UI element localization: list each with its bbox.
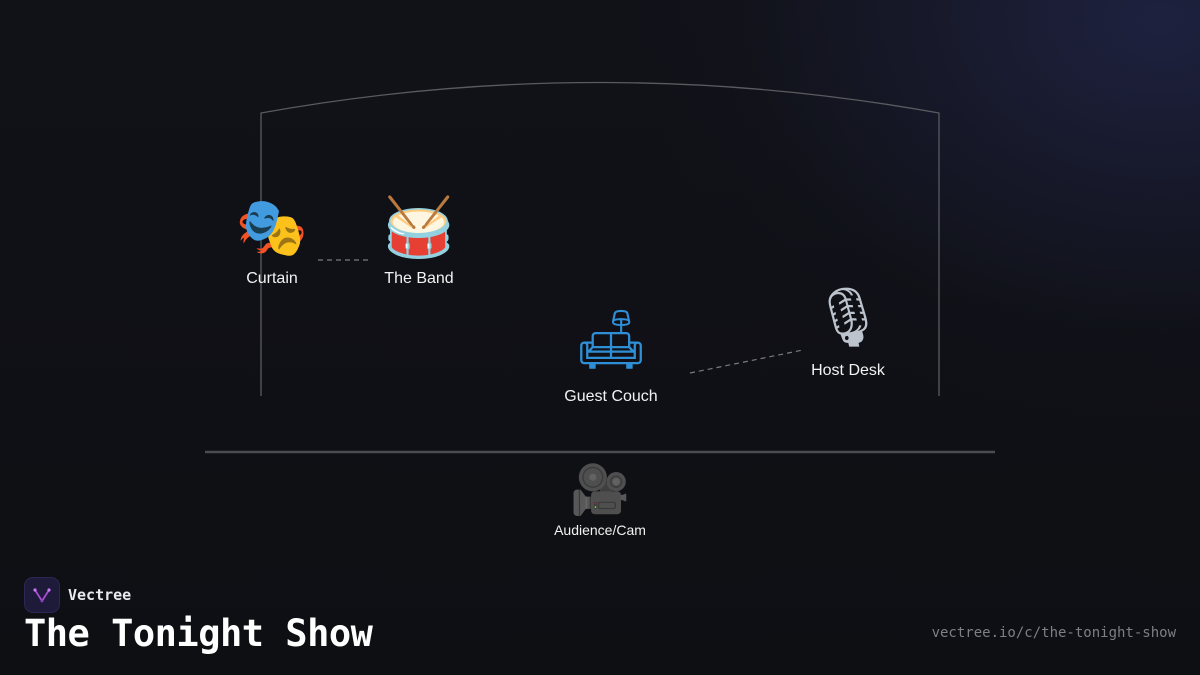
node-guest-couch[interactable]: 🛋 Guest Couch [564, 310, 657, 406]
stage-outline [260, 81, 940, 396]
node-audience-cam[interactable]: 🎥 Audience/Cam [554, 466, 646, 538]
connector-couch-desk [689, 349, 804, 374]
page-title: The Tonight Show [24, 612, 373, 655]
node-label-host-desk: Host Desk [811, 362, 885, 379]
microphone-icon: 🎙 [811, 283, 885, 351]
drum-icon: 🥁 [382, 193, 456, 261]
node-label-curtain: Curtain [246, 270, 298, 287]
node-label-audience-cam: Audience/Cam [554, 522, 646, 538]
node-host-desk[interactable]: 🎙 Host Desk [811, 288, 885, 380]
couch-and-lamp-icon: 🛋 [574, 305, 648, 373]
vectree-logo-icon [24, 577, 60, 613]
node-label-band: The Band [384, 270, 454, 287]
node-label-guest-couch: Guest Couch [564, 388, 658, 405]
movie-camera-icon: 🎥 [570, 462, 630, 518]
performing-arts-icon: 🎭 [235, 193, 309, 261]
node-band[interactable]: 🥁 The Band [383, 198, 455, 288]
page-url[interactable]: vectree.io/c/the-tonight-show [931, 625, 1176, 641]
node-curtain[interactable]: 🎭 Curtain [236, 198, 308, 288]
vectree-logo-mark [33, 588, 51, 603]
brand[interactable]: Vectree [24, 577, 131, 613]
brand-name: Vectree [68, 586, 132, 604]
